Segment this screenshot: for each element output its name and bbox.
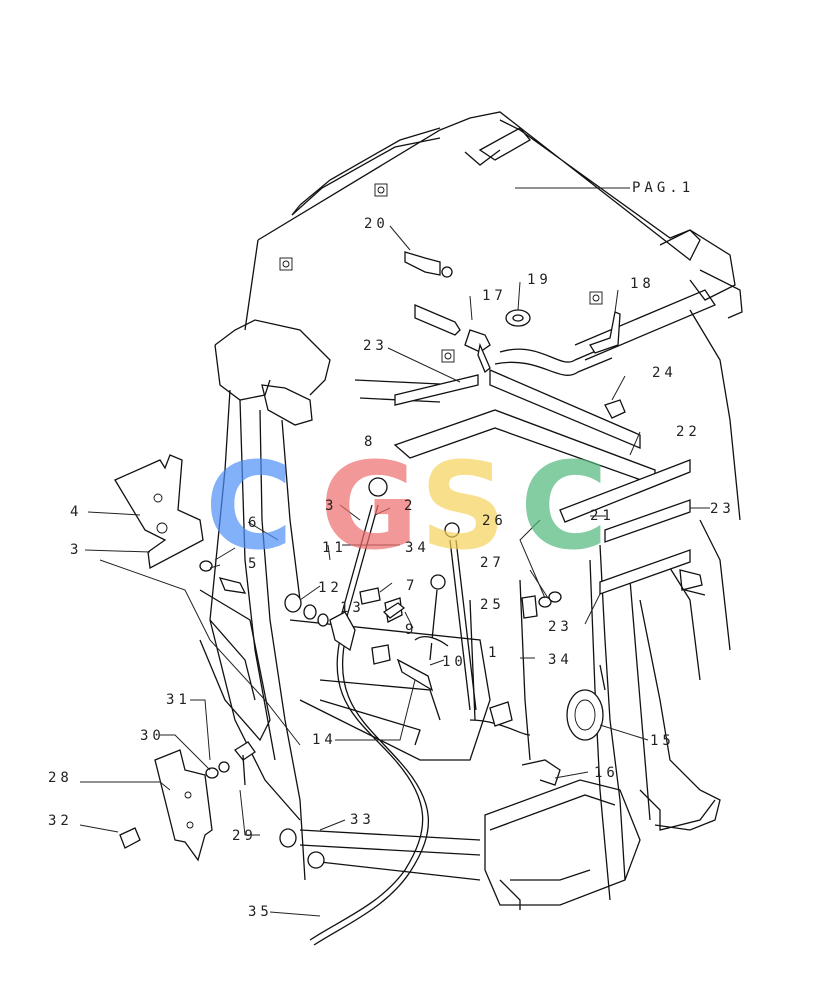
callout-6: 6 [248, 515, 260, 531]
page-reference: PAG.1 [632, 180, 694, 196]
callout-2: 2 [404, 498, 416, 514]
callout-19: 19 [527, 272, 552, 288]
callout-33: 33 [350, 812, 375, 828]
callout-16: 16 [594, 765, 619, 781]
callout-27: 27 [480, 555, 505, 571]
callout-18: 18 [630, 276, 655, 292]
callout-31: 31 [166, 692, 191, 708]
callout-11: 11 [322, 540, 347, 556]
callout-21: 21 [590, 508, 615, 524]
callout-10: 10 [442, 654, 467, 670]
callout-7: 7 [406, 578, 418, 594]
callout-12: 12 [318, 580, 343, 596]
callout-labels: PAG.1 20 17 19 18 23 24 22 8 4 3 6 5 3 2… [48, 180, 735, 920]
callout-34-mid: 34 [405, 540, 430, 556]
rail-22 [393, 369, 691, 595]
callout-1: 1 [488, 645, 500, 661]
callout-17: 17 [482, 288, 507, 304]
callout-25: 25 [480, 597, 505, 613]
callout-23-top: 23 [363, 338, 388, 354]
bracket-3-4 [114, 454, 204, 570]
callout-28: 28 [48, 770, 73, 786]
callout-4: 4 [70, 504, 82, 520]
hose-fittings [404, 251, 626, 419]
callout-29: 29 [232, 828, 257, 844]
callout-22: 22 [676, 424, 701, 440]
callout-30: 30 [140, 728, 165, 744]
callout-9: 9 [405, 622, 417, 638]
callout-3-mid: 3 [325, 498, 337, 514]
callout-24: 24 [652, 365, 677, 381]
watermark-letter-2: G [320, 438, 419, 577]
watermark-letter-4: C [520, 438, 608, 577]
callout-13: 13 [340, 600, 365, 616]
callout-23-bottom: 23 [548, 619, 573, 635]
callout-15: 15 [650, 733, 675, 749]
callout-3-left: 3 [70, 542, 82, 558]
watermark-letter-3: S [420, 438, 506, 577]
callout-34-right: 34 [548, 652, 573, 668]
callout-26: 26 [482, 513, 507, 529]
hardware [119, 560, 562, 869]
callout-5: 5 [248, 556, 260, 572]
callout-32: 32 [48, 813, 73, 829]
watermark-letter-1: C [205, 438, 293, 577]
callout-14: 14 [312, 732, 337, 748]
callout-8: 8 [364, 434, 376, 450]
callout-35: 35 [248, 904, 273, 920]
callout-23-right: 23 [710, 501, 735, 517]
levers-cables [309, 477, 606, 946]
leader-lines [79, 187, 710, 917]
watermark: C G S C [205, 438, 608, 577]
callout-20: 20 [364, 216, 389, 232]
cab-frame [199, 111, 743, 910]
